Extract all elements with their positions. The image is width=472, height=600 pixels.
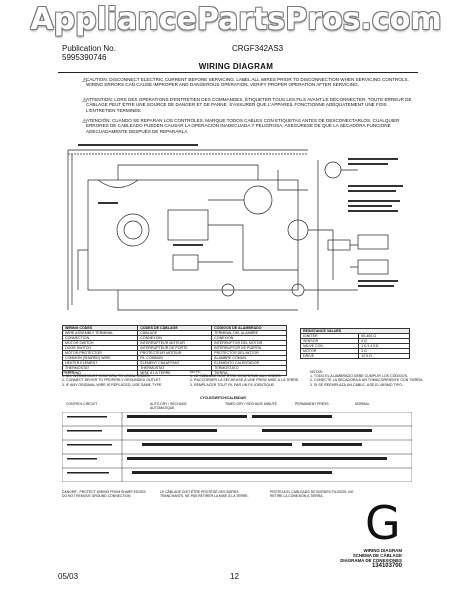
diagram-letter: G [365,496,401,550]
diagram-part-number: 134103700 [371,563,402,569]
warning-icon: ⚠ [82,98,88,104]
publication-label: Publication No. [62,44,116,53]
warning-en: CAUTION: DISCONNECT ELECTRIC CURRENT BEF… [86,77,409,88]
footer-note-fr: LE CÂBLAGE DOIT ÊTRE PROTÉGÉ DES BORDS T… [160,490,249,498]
warning-es: ATENCIÓN: CUANDO SE REPARAN LOS CONTROLE… [86,118,400,134]
diagram-caption-es: DIAGRAMA DE CONEXIONES [340,558,402,563]
warning-fr: ATTENTION: LORS DES OPÉRATIONS D'ENTRETI… [86,97,412,113]
wiring-schematic [67,144,403,311]
footer-note-en: DANGER - PROTECT WIRING FROM SHARP EDGES… [62,490,147,498]
watermark-logo: AppliancePartsPros.com [30,2,442,37]
notes-french: NOTE: 1. LE CÂBLAGE DOIT ÊTRE CONFORME A… [190,370,300,387]
page-title: WIRING DIAGRAM [198,62,274,71]
cycle-header: AUTO DRY / SÉCHAGE AUTOMATIQUE [150,402,187,410]
cycle-timing-chart [62,412,412,482]
model-number: CRGF342AS3 [232,44,284,53]
cycle-header: CONTROL CIRCUIT [66,402,98,406]
diagram-caption-en: WIRING DIAGRAM [363,548,402,553]
notes-english: NOTES: 1. ALL WIRING MUST CONFORM TO LOC… [62,370,163,387]
table-cell: DRIVE [299,353,360,359]
diagram-caption-fr: SCHÉMA DE CÂBLAGE [352,553,402,558]
cycle-header: TIMED DRY / SÉCHAGE MINUTÉ [225,402,277,406]
page-number: 12 [230,572,239,581]
table-cell: MISE À LA TERRE [137,370,213,376]
notes-spanish: NOTAS: 1. TODO EL ALAMBRADO DEBE CUMPLIR… [310,370,424,387]
title-rule [58,72,418,73]
footer-note-es: PROTEJA EL CABLEADO DE BORDES FILOSOS. N… [270,490,354,498]
table-cell: GROUND [61,370,139,376]
wiring-codes-table: WIRING CODES CODES DE CÂBLAGE CODIGOS DE… [61,325,287,376]
footer-date: 05/03 [58,572,79,581]
table-cell: TIERRA [211,370,287,376]
cycle-chart-title: CYCLE/SWITCH/CALENDAR [200,396,246,400]
publication-number: 5995390746 [62,53,107,62]
cycle-header: NORMAL [355,402,370,406]
table-cell: 12.5 Ω [358,353,410,359]
warning-icon: ⚠ [82,78,88,84]
warning-icon: ⚠ [82,119,88,125]
cycle-header: PERMANENT PRESS [295,402,329,406]
